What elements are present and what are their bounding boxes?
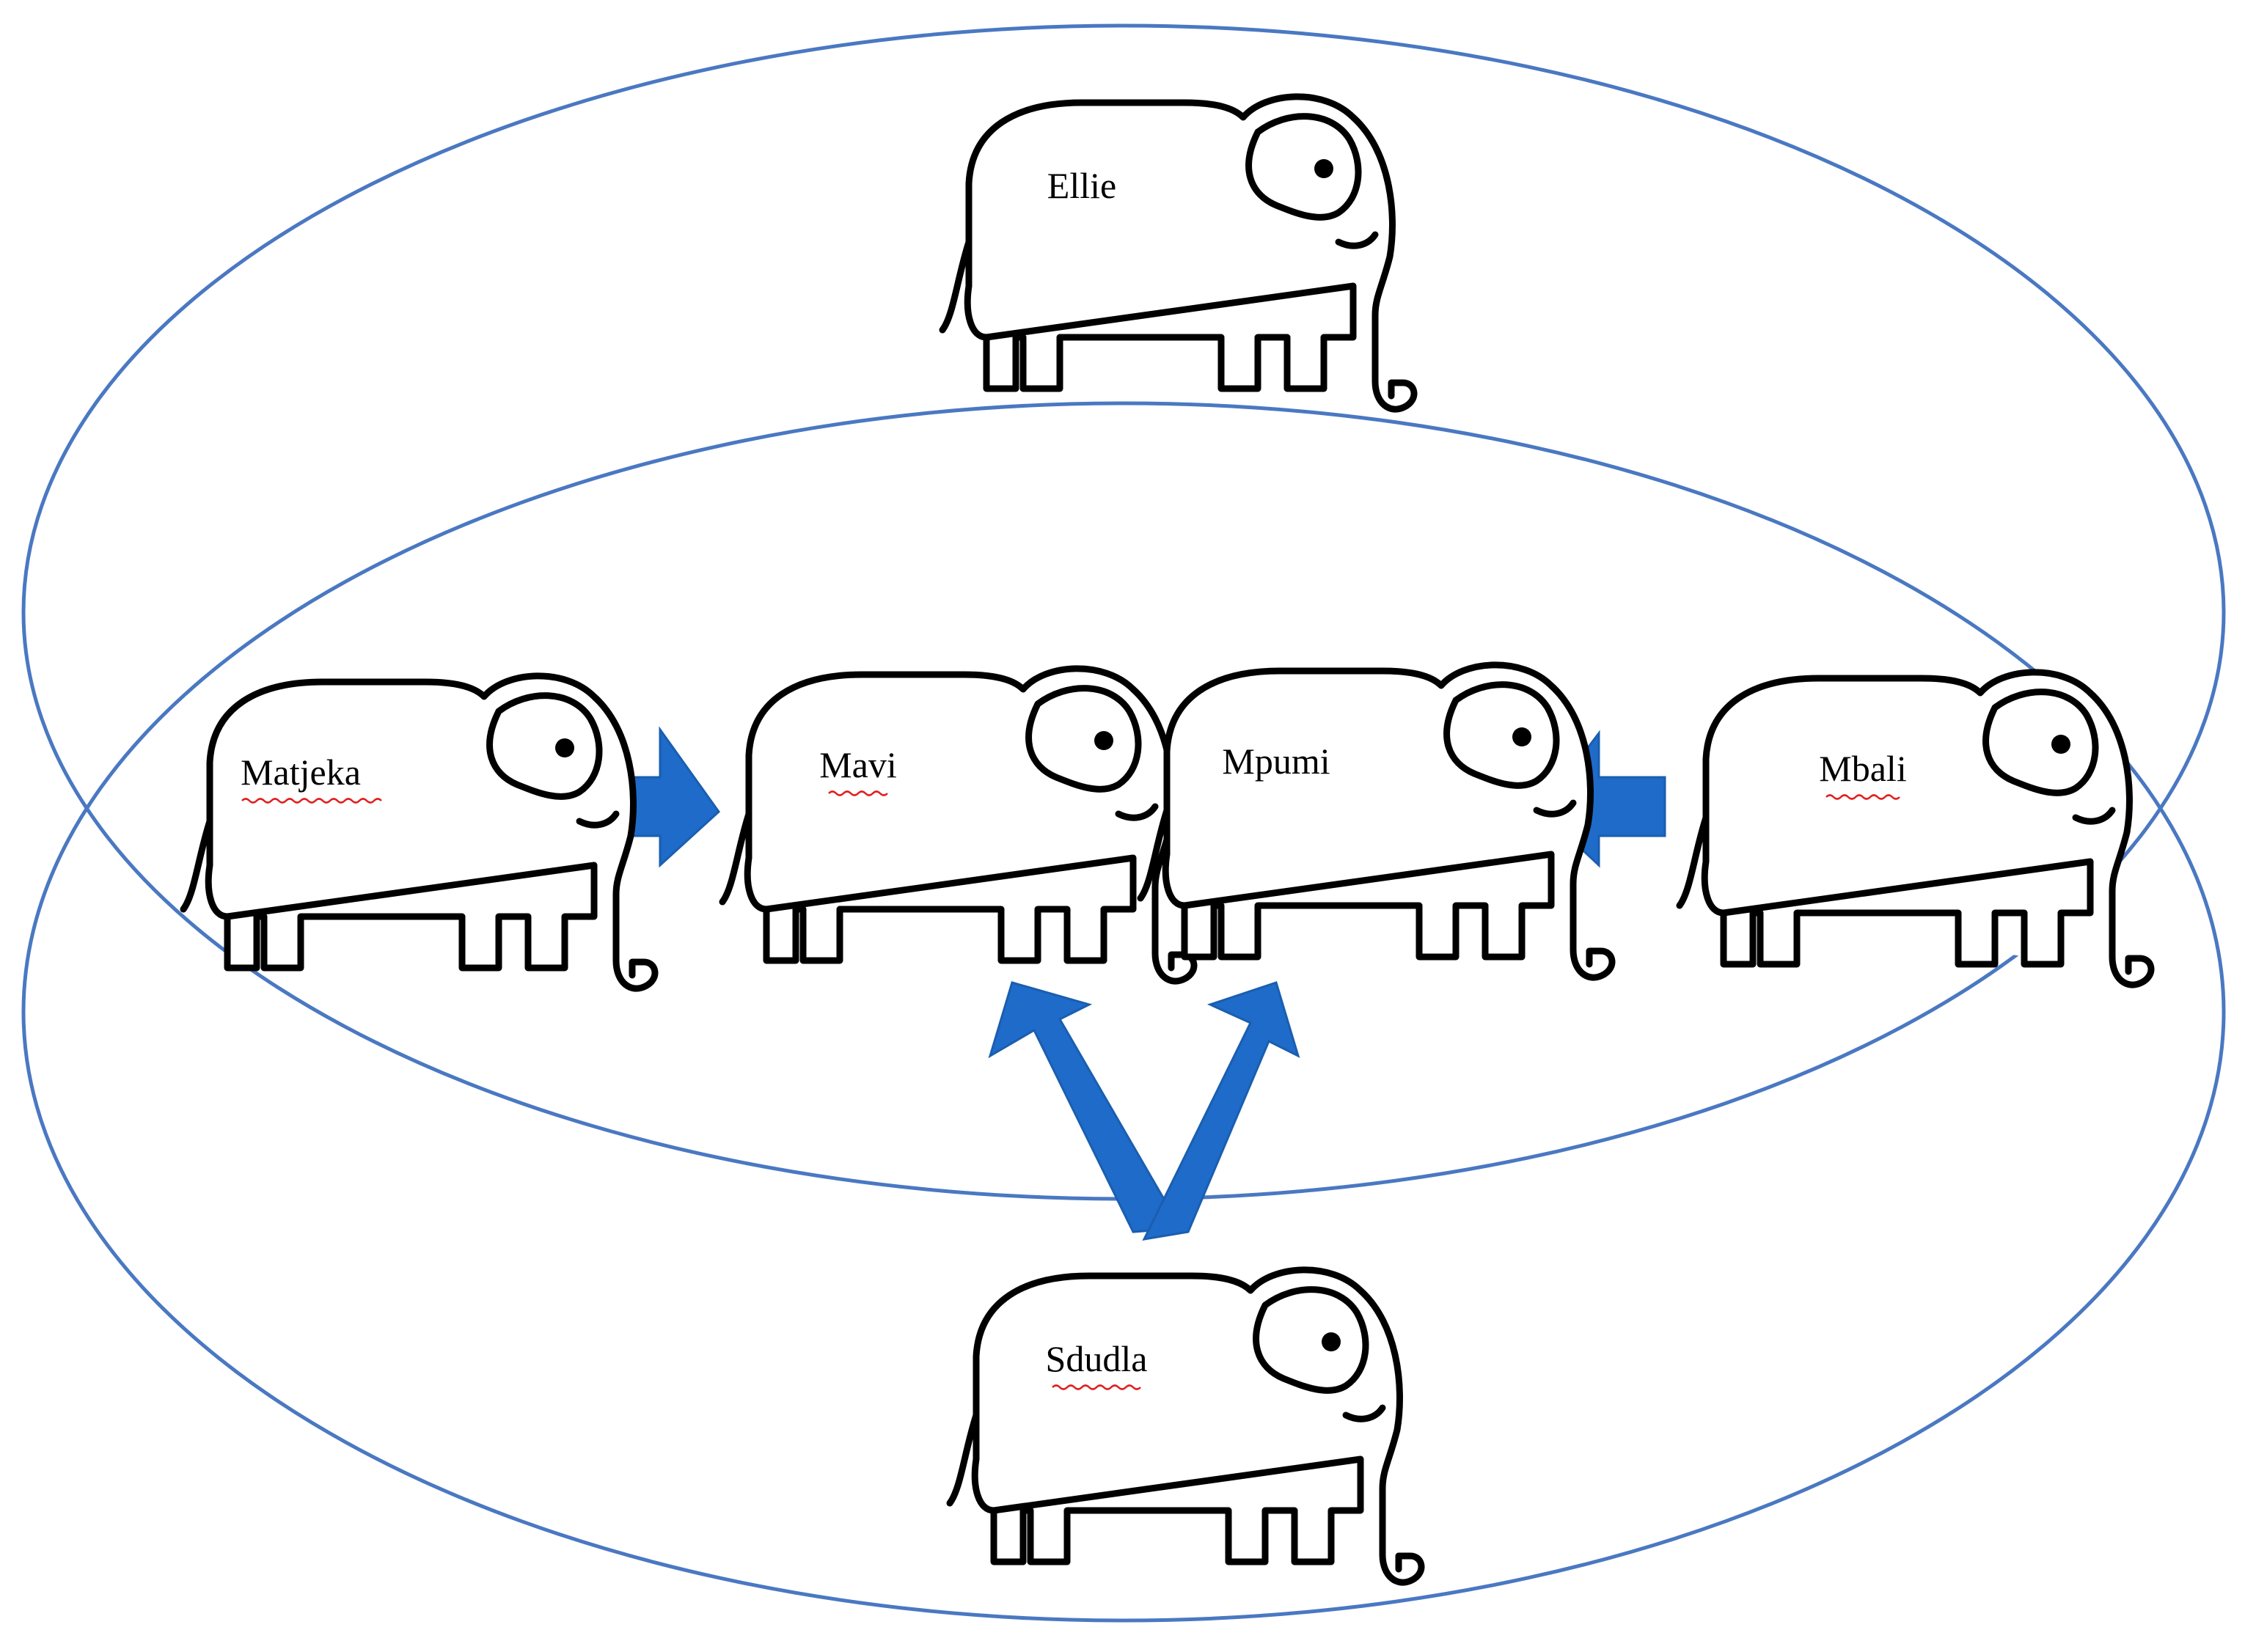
elephant-label-matjeka: Matjeka bbox=[241, 752, 361, 793]
spellcheck-underline bbox=[828, 790, 888, 796]
elephant-mpumi: Mpumi bbox=[1140, 665, 1612, 977]
elephant-sdudla: Sdudla bbox=[950, 1270, 1421, 1582]
elephant-mbali: Mbali bbox=[1680, 672, 2151, 985]
elephant-label-mavi: Mavi bbox=[819, 744, 897, 785]
spellcheck-underline bbox=[1825, 794, 1900, 800]
elephant-label-mpumi: Mpumi bbox=[1222, 741, 1330, 782]
elephant-ellie: Ellie bbox=[942, 97, 1414, 409]
arrow-sdudla-to-mpumi bbox=[1142, 981, 1300, 1241]
arrow-sdudla-to-mavi bbox=[988, 981, 1183, 1233]
elephant-label-mbali: Mbali bbox=[1819, 748, 1906, 789]
inner-ring bbox=[21, 401, 2226, 1623]
elephant-matjeka: Matjeka bbox=[183, 676, 655, 988]
elephant-mavi: Mavi bbox=[722, 669, 1194, 981]
spellcheck-underline bbox=[241, 798, 382, 804]
spellcheck-underline bbox=[1052, 1384, 1141, 1390]
elephant-label-ellie: Ellie bbox=[1047, 165, 1116, 206]
elephant-label-sdudla: Sdudla bbox=[1046, 1338, 1148, 1379]
